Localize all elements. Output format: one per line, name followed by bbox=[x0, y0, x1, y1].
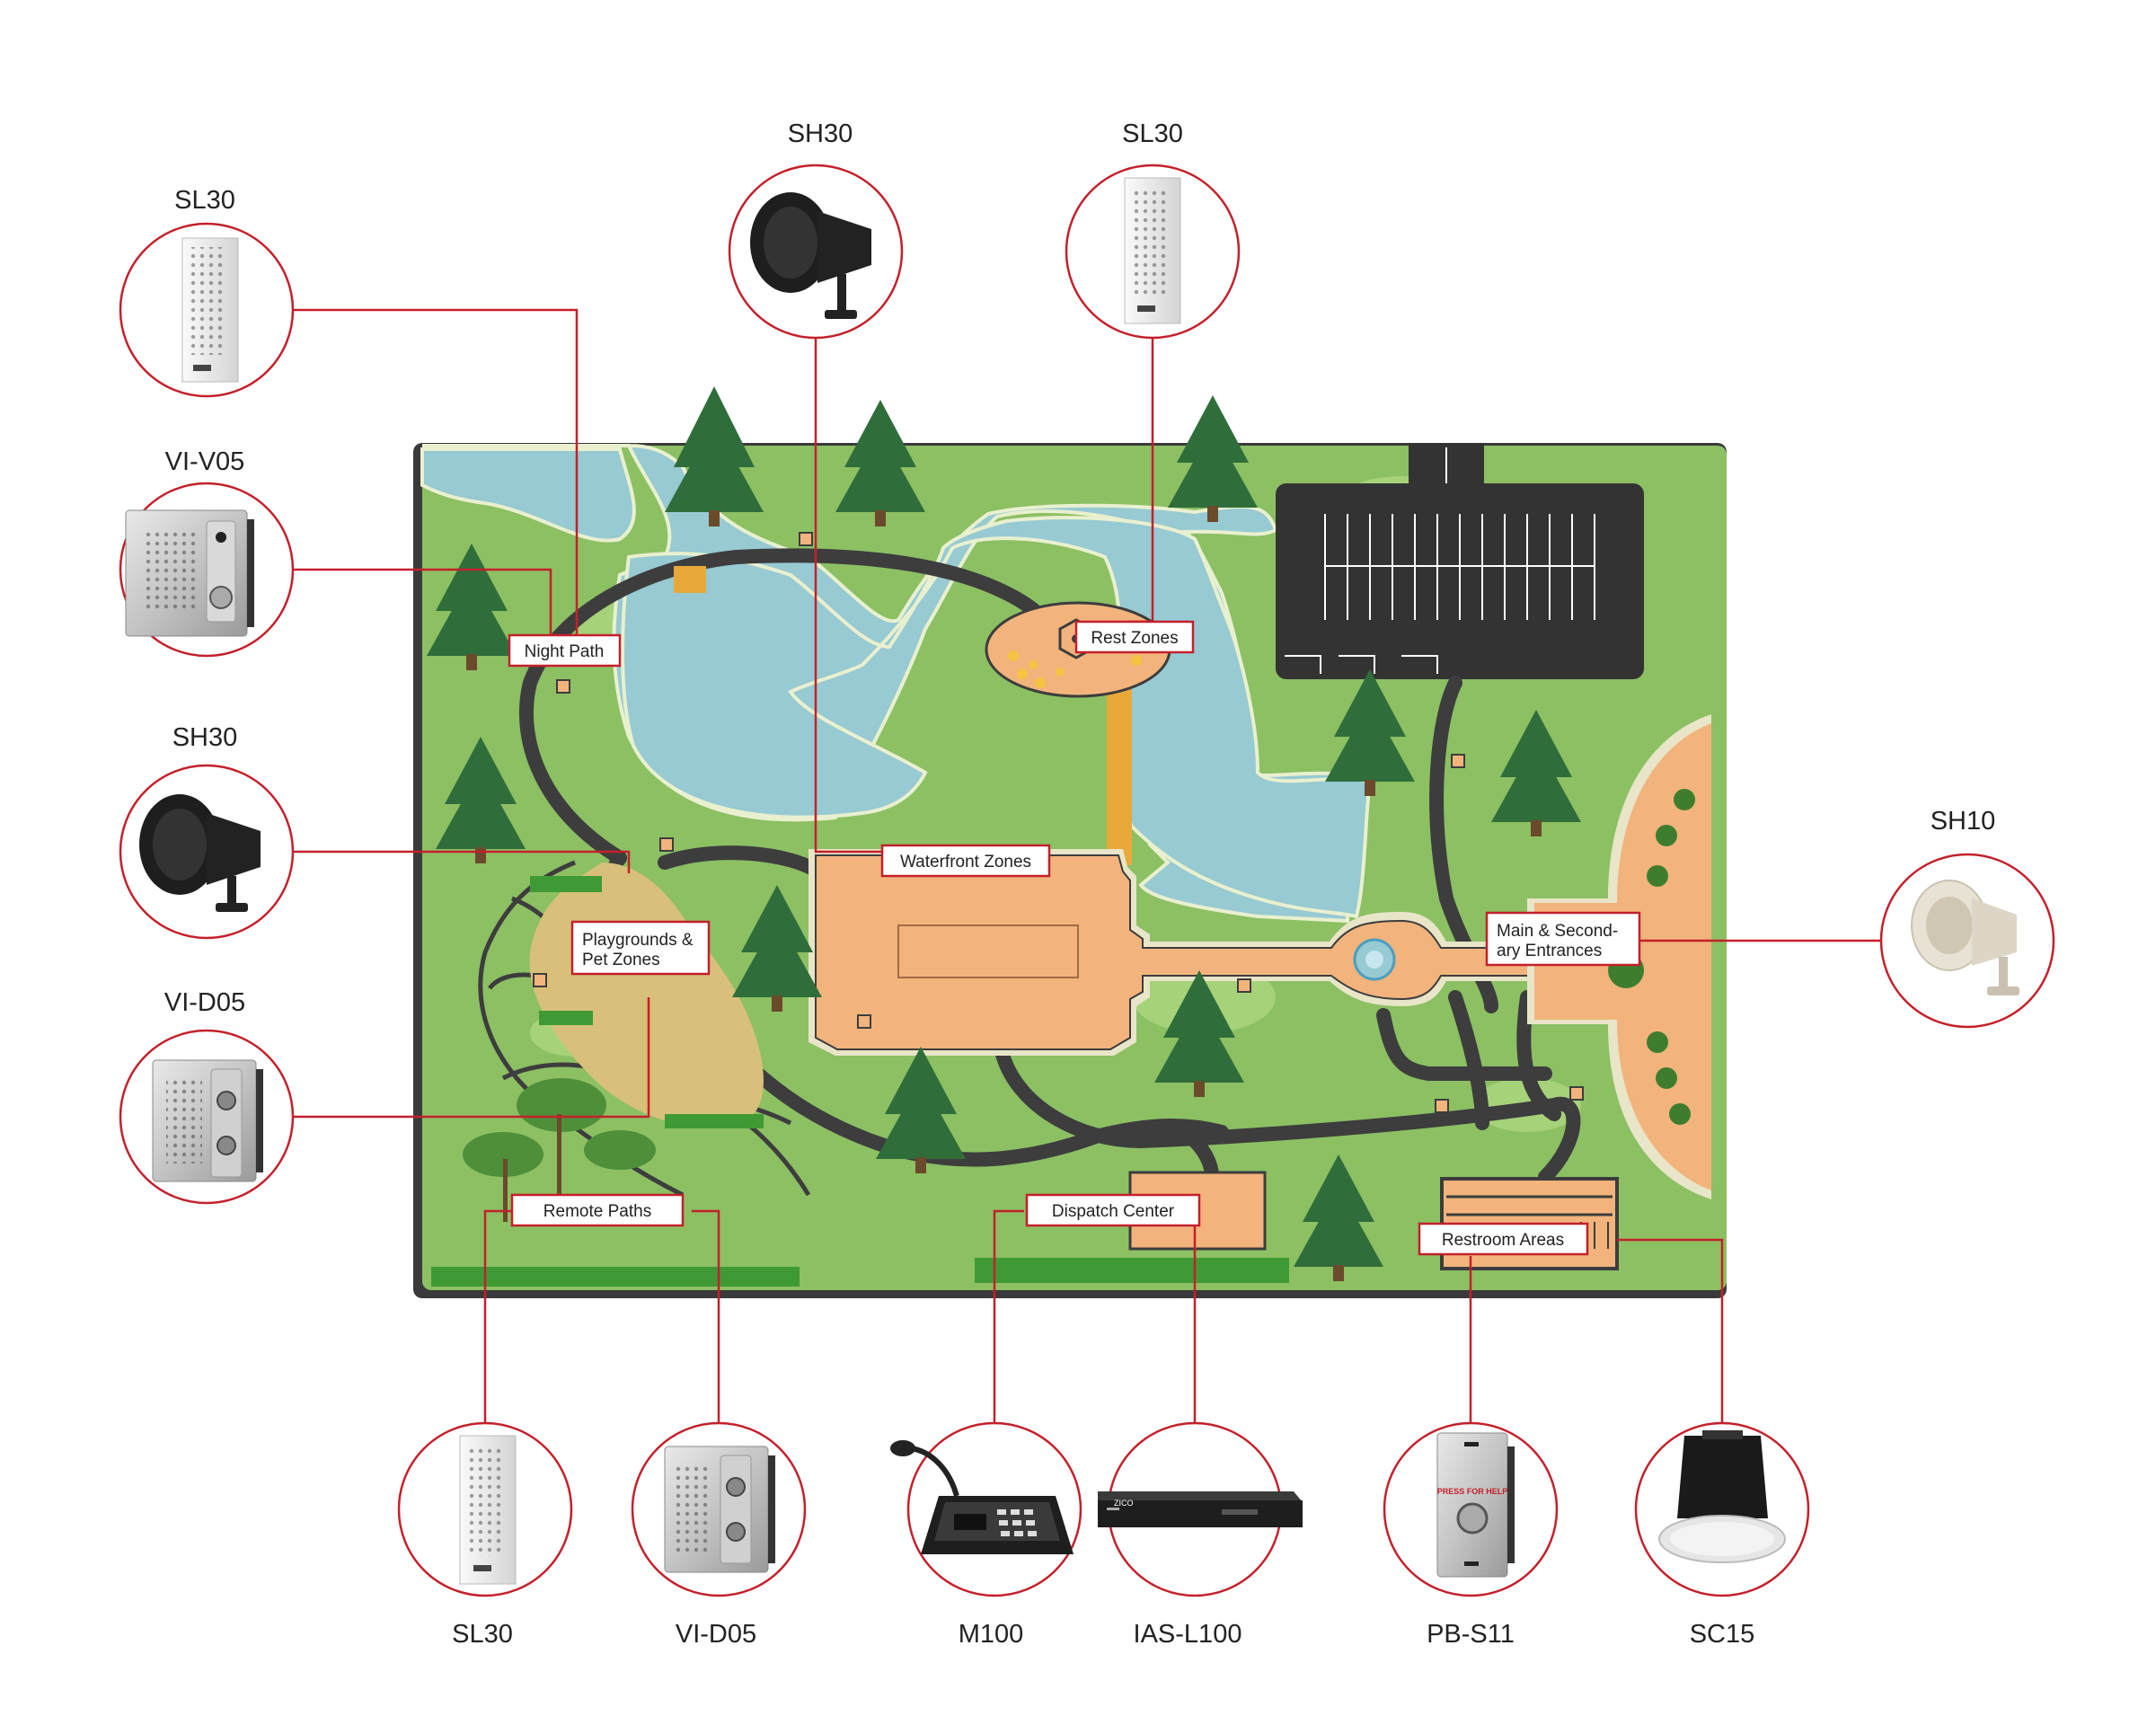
device-ias-l100: ZICO IAS-L100 bbox=[1098, 1421, 1303, 1649]
devices: SL30 VI-V05 SH30 bbox=[119, 119, 2055, 1649]
device-sh30-top: SH30 bbox=[728, 119, 904, 340]
trees bbox=[427, 386, 1581, 1281]
pine-tree bbox=[1154, 970, 1244, 1097]
ceiling-speaker-icon bbox=[1658, 1430, 1786, 1563]
plaza-shrubs bbox=[1599, 789, 1695, 1125]
pine-tree bbox=[1294, 1154, 1383, 1281]
device-name: VI-V05 bbox=[165, 447, 245, 476]
bridge-boardwalk bbox=[1107, 672, 1132, 865]
press-for-help-caption: PRESS FOR HELP bbox=[1437, 1487, 1508, 1496]
zone-label-text: Rest Zones bbox=[1091, 629, 1178, 648]
visitor-center bbox=[808, 849, 1545, 1056]
pine-tree bbox=[665, 386, 764, 526]
pine-tree bbox=[1325, 669, 1415, 796]
zone-label-night-path: Night Path bbox=[508, 633, 622, 668]
pine-tree bbox=[732, 885, 822, 1012]
park-map bbox=[413, 386, 1727, 1298]
horn-speaker-icon bbox=[139, 794, 261, 912]
device-name: M100 bbox=[959, 1620, 1024, 1649]
zone-label-text: Waterfront Zones bbox=[900, 853, 1031, 871]
device-m100: M100 bbox=[890, 1421, 1082, 1649]
zone-label-dispatch-center: Dispatch Center bbox=[1025, 1193, 1201, 1227]
intercom-double-button-icon bbox=[664, 1446, 775, 1573]
device-name: VI-D05 bbox=[164, 988, 245, 1017]
device-vi-v05: VI-V05 bbox=[119, 447, 295, 658]
lake-main bbox=[621, 516, 1373, 919]
zone-labels: Night Path Rest Zones Waterfront Zones P… bbox=[508, 620, 1641, 1256]
device-sl30-left: SL30 bbox=[119, 186, 295, 398]
parking-lot bbox=[1276, 443, 1644, 679]
zone-label-waterfront-zones: Waterfront Zones bbox=[880, 844, 1051, 878]
device-name: SL30 bbox=[174, 186, 235, 215]
zone-label-playgrounds: Playgrounds & Pet Zones bbox=[570, 920, 711, 976]
device-name: SC15 bbox=[1690, 1620, 1755, 1649]
pine-tree bbox=[1491, 710, 1581, 836]
zone-label-rest-zones: Rest Zones bbox=[1074, 620, 1195, 654]
device-sl30-bottom: SL30 bbox=[397, 1421, 573, 1649]
zone-label-text: Restroom Areas bbox=[1442, 1231, 1564, 1250]
lake-left-arm bbox=[420, 447, 636, 543]
column-speaker-icon bbox=[459, 1435, 517, 1585]
device-name: SH30 bbox=[788, 119, 853, 148]
bridge-west bbox=[674, 566, 706, 593]
zone-label-line: ary Entrances bbox=[1497, 942, 1602, 960]
intercom-double-button-icon bbox=[152, 1059, 263, 1182]
zone-label-line: Pet Zones bbox=[582, 951, 660, 969]
location-markers bbox=[533, 532, 1584, 1113]
device-name: PB-S11 bbox=[1427, 1620, 1515, 1649]
device-sc15: SC15 bbox=[1634, 1421, 1810, 1649]
zone-label-entrances: Main & Second- ary Entrances bbox=[1485, 911, 1641, 967]
zone-label-text: Remote Paths bbox=[543, 1202, 651, 1221]
device-name: VI-D05 bbox=[676, 1620, 756, 1649]
device-sh30-left: SH30 bbox=[119, 723, 295, 940]
device-name: IAS-L100 bbox=[1134, 1620, 1242, 1649]
device-vi-d05-bottom: VI-D05 bbox=[631, 1421, 807, 1649]
device-sl30-top: SL30 bbox=[1065, 119, 1241, 340]
intercom-station-icon bbox=[125, 509, 254, 637]
zone-label-remote-paths: Remote Paths bbox=[510, 1193, 685, 1227]
pine-tree bbox=[1168, 395, 1258, 522]
pine-tree bbox=[835, 400, 925, 526]
horn-speaker-icon bbox=[750, 192, 871, 319]
deciduous-trees bbox=[463, 1078, 656, 1222]
device-name: SH10 bbox=[1931, 807, 1996, 836]
zone-label-line: Playgrounds & bbox=[582, 931, 694, 950]
device-sh10: SH10 bbox=[1879, 807, 2055, 1029]
rack-server-icon: ZICO bbox=[1098, 1491, 1303, 1527]
device-pb-s11: PRESS FOR HELP PB-S11 bbox=[1383, 1421, 1559, 1649]
zone-label-line: Main & Second- bbox=[1497, 922, 1618, 941]
device-name: SL30 bbox=[452, 1620, 513, 1649]
device-name: SL30 bbox=[1122, 119, 1183, 148]
device-vi-d05-left: VI-D05 bbox=[119, 988, 295, 1205]
pine-tree bbox=[876, 1047, 966, 1173]
column-speaker-icon bbox=[181, 237, 239, 383]
brand-mark: ZICO bbox=[1114, 1499, 1134, 1508]
pine-tree bbox=[427, 544, 517, 670]
white-horn-speaker-icon bbox=[1911, 880, 2019, 995]
help-button-icon: PRESS FOR HELP bbox=[1436, 1432, 1515, 1578]
paging-microphone-icon bbox=[890, 1440, 1074, 1554]
zone-label-text: Night Path bbox=[525, 642, 605, 661]
zone-label-restroom-areas: Restroom Areas bbox=[1418, 1222, 1589, 1256]
zone-label-text: Dispatch Center bbox=[1052, 1202, 1175, 1221]
device-name: SH30 bbox=[172, 723, 238, 752]
rest-zone-flowers bbox=[1008, 650, 1142, 688]
column-speaker-icon bbox=[1124, 177, 1181, 324]
grass-tufts bbox=[431, 876, 1289, 1287]
